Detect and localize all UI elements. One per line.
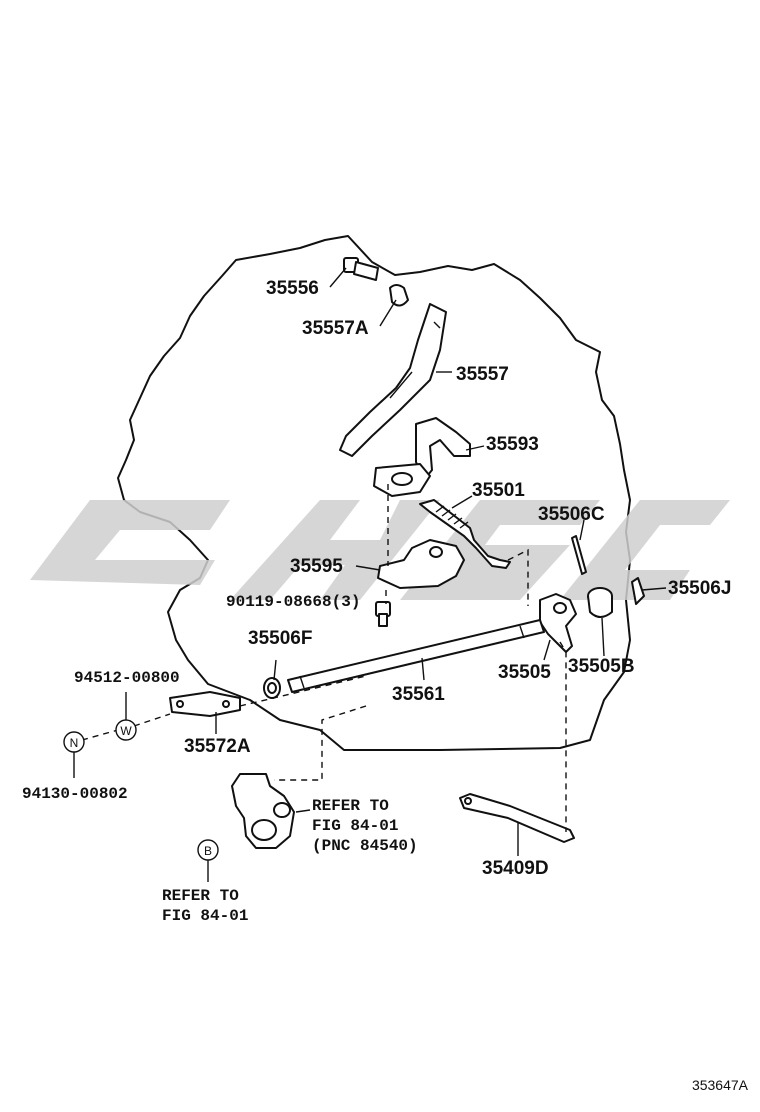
label-35506C[interactable]: 35506C [538, 504, 605, 525]
watermark [30, 500, 730, 600]
label-35561[interactable]: 35561 [392, 684, 445, 705]
label-35505[interactable]: 35505 [498, 662, 551, 683]
seal-35506F-drawing [263, 677, 281, 699]
label-35557A[interactable]: 35557A [302, 318, 369, 339]
neutral-switch-drawing [231, 773, 295, 849]
label-35409D[interactable]: 35409D [482, 858, 549, 879]
label-35572A[interactable]: 35572A [184, 736, 251, 757]
callout-b-letter: B [204, 844, 212, 858]
leader-lines [73, 267, 667, 882]
label-35501[interactable]: 35501 [472, 480, 525, 501]
label-94130-00802[interactable]: 94130-00802 [22, 785, 128, 803]
label-90119-08668[interactable]: 90119-08668(3) [226, 593, 360, 611]
label-35593[interactable]: 35593 [486, 434, 539, 455]
transmission-case-outline [117, 235, 631, 751]
refer-note-1-line-3: (PNC 84540) [312, 837, 418, 855]
label-35506F[interactable]: 35506F [248, 628, 312, 649]
bolt-90119-drawing [375, 601, 391, 627]
label-35506J[interactable]: 35506J [668, 578, 731, 599]
callout-n: N [63, 731, 85, 753]
callout-b: B [197, 839, 219, 861]
plate-upper-drawing [373, 463, 431, 497]
label-94512-00800[interactable]: 94512-00800 [74, 669, 180, 687]
refer-note-2-line-2: FIG 84-01 [162, 907, 248, 925]
pin-35506C-drawing [571, 535, 587, 575]
bolt-35556-drawing [343, 257, 379, 281]
bushing-35505B-drawing [587, 587, 613, 618]
bracket-35572A-drawing [169, 691, 241, 717]
figure-id: 353647A [692, 1077, 749, 1093]
label-35505B[interactable]: 35505B [568, 656, 635, 677]
label-35557[interactable]: 35557 [456, 364, 509, 385]
clip-35506J-drawing [631, 577, 645, 605]
callout-w-letter: W [120, 724, 132, 738]
label-35556[interactable]: 35556 [266, 278, 319, 299]
lever-35505-drawing [539, 593, 577, 653]
refer-note-1-line-2: FIG 84-01 [312, 817, 398, 835]
grommet-35557A-drawing [389, 284, 409, 307]
shaft-35561-drawing [287, 619, 545, 693]
refer-note-1-line-1: REFER TO [312, 797, 389, 815]
callout-n-letter: N [70, 736, 79, 750]
alignment-lines [81, 484, 567, 832]
shaft-35501-drawing [419, 499, 511, 569]
plate-35595-drawing [377, 539, 465, 589]
label-35595[interactable]: 35595 [290, 556, 343, 577]
refer-note-2-line-1: REFER TO [162, 887, 239, 905]
lever-35557-drawing [339, 303, 447, 457]
callout-w: W [115, 719, 137, 741]
rod-35409D-drawing [459, 793, 575, 843]
